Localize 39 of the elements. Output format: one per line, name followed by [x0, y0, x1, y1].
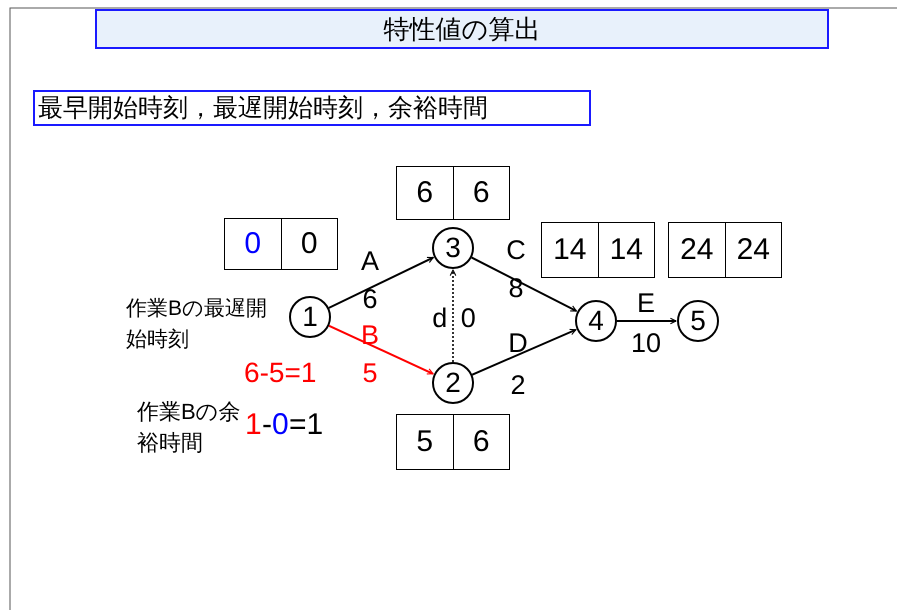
time-box — [541, 222, 655, 278]
arrow — [617, 318, 677, 324]
time-value: 6 — [452, 415, 509, 469]
time-value: 0 — [243, 226, 262, 262]
time-box — [224, 218, 338, 270]
edge-label: A 6 — [360, 245, 380, 316]
title-banner: 特性値の算出 — [95, 9, 829, 49]
time-value: 14 — [598, 223, 654, 277]
calculation-text: 1 — [245, 407, 262, 443]
calculation-text: - — [262, 407, 272, 443]
event-circle: 4 — [575, 300, 617, 342]
time-box — [396, 166, 510, 220]
annotation-text: 作業Bの余裕時間 — [137, 398, 241, 457]
event-circle: 1 — [289, 296, 331, 338]
event-circle: 5 — [677, 300, 719, 342]
dotted-arrow — [450, 269, 456, 362]
annotation-text: 作業Bの最遅開始時刻 — [126, 296, 268, 353]
time-box — [396, 414, 510, 470]
time-value: 0 — [280, 219, 337, 269]
arrow — [471, 256, 577, 312]
time-value: 6 — [415, 175, 434, 211]
arrow — [328, 324, 434, 375]
calculation-text: 6-5=1 — [244, 356, 316, 390]
time-value: 24 — [724, 223, 781, 277]
calculation-text: =1 — [289, 407, 324, 443]
time-value: 5 — [415, 424, 434, 460]
edge-label: D 2 — [507, 327, 529, 402]
edge-label: E 10 — [630, 287, 662, 360]
time-value: 24 — [679, 232, 714, 268]
time-value: 14 — [552, 232, 588, 268]
event-circle: 2 — [432, 362, 474, 404]
time-value: 6 — [452, 167, 509, 219]
arrow — [472, 328, 576, 376]
edge-label: d 0 — [431, 302, 477, 335]
section-heading: 最早開始時刻，最遅開始時刻，余裕時間 — [33, 90, 591, 126]
arrow — [328, 256, 434, 309]
calculation-text: 0 — [272, 407, 289, 443]
time-box — [668, 222, 782, 278]
event-circle: 3 — [432, 227, 474, 269]
